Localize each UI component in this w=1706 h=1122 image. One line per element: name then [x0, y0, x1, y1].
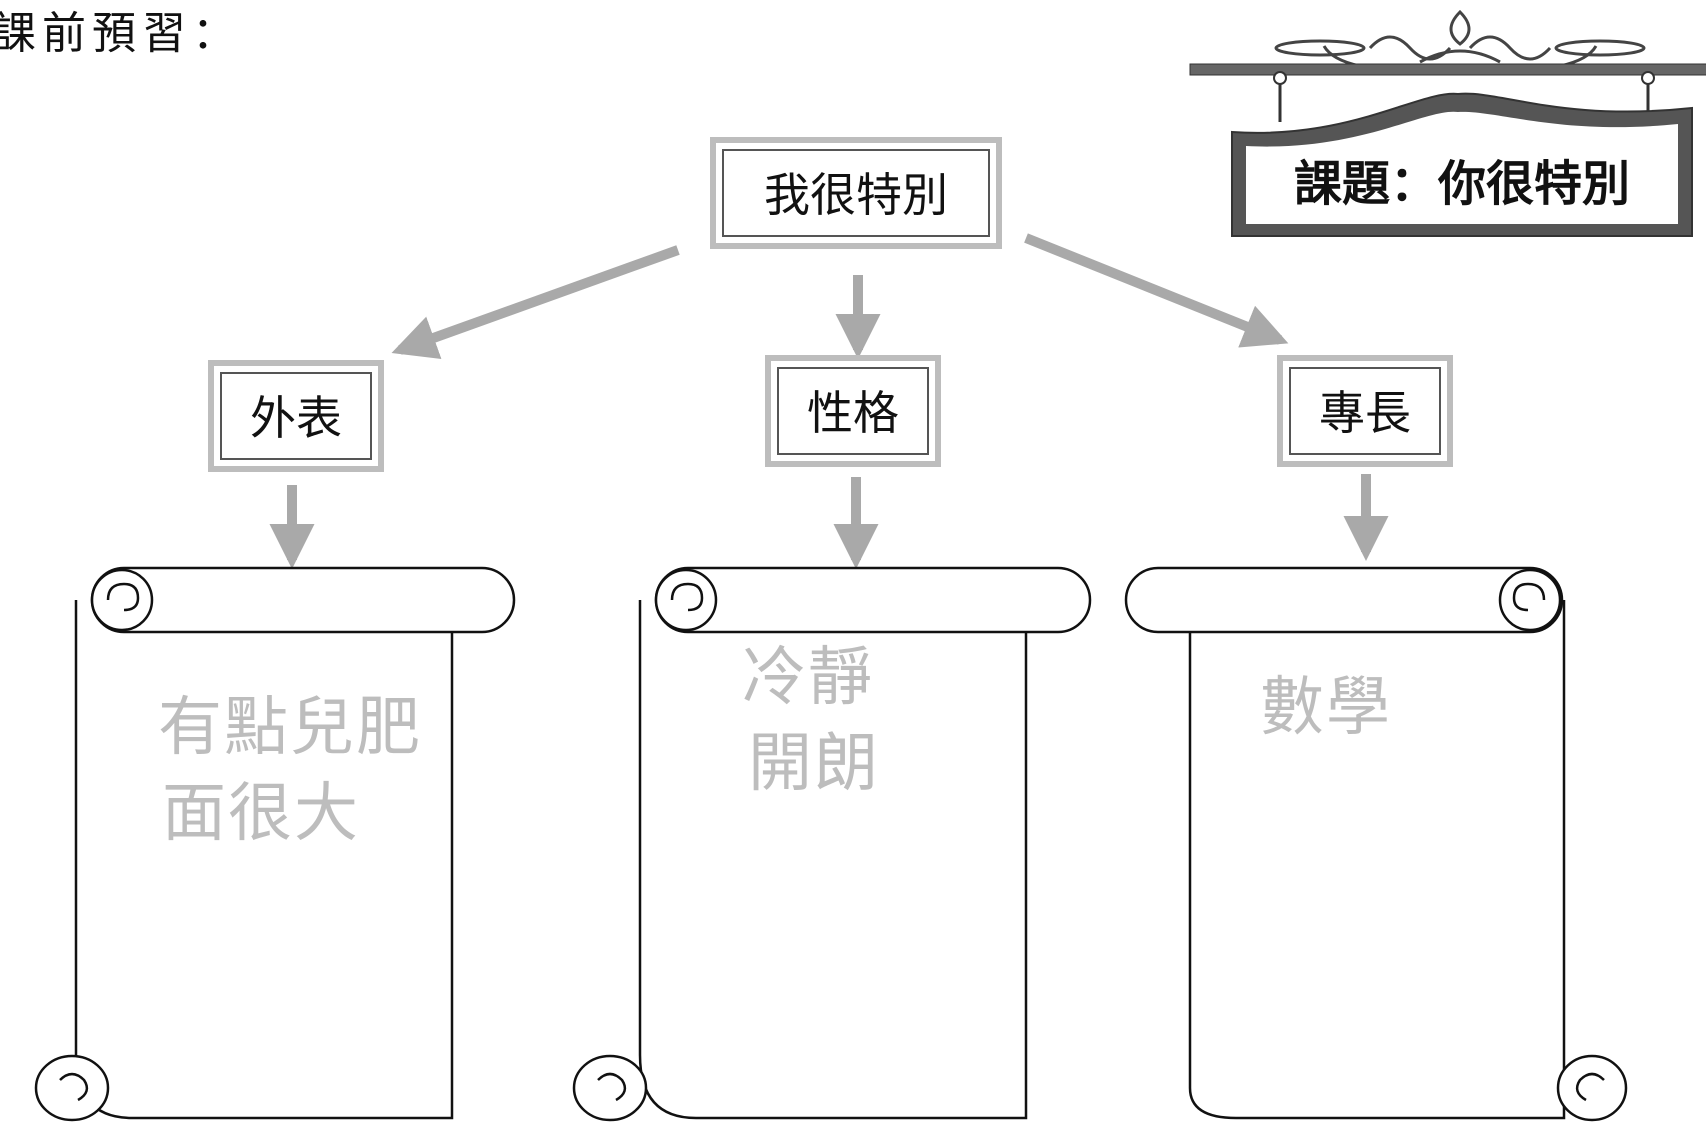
category-label-appearance: 外表 — [250, 391, 342, 445]
category-box-talent: 專長 — [1277, 355, 1453, 467]
handwritten-answer: 開朗 — [748, 727, 880, 802]
scroll-appearance — [34, 566, 516, 1122]
handwritten-answers-personality: 冷靜 開朗 — [742, 635, 880, 808]
scroll-talent — [1124, 566, 1628, 1122]
topic-label: 課題：你很特別 — [1294, 156, 1630, 212]
page-heading: 課前預習： — [0, 8, 242, 59]
handwritten-answers-appearance: 有點兒肥 面很大 — [158, 685, 422, 858]
ornament-icon — [1274, 9, 1646, 68]
arrow-to-appearance — [391, 245, 680, 359]
handwritten-answer: 面很大 — [162, 777, 360, 852]
category-box-personality: 性格 — [765, 355, 941, 467]
handwritten-answer: 數學 — [1260, 671, 1392, 745]
handwritten-answers-talent: 數學 — [1260, 665, 1392, 751]
category-label-talent: 專長 — [1319, 386, 1411, 440]
center-box-label: 我很特別 — [764, 168, 948, 222]
handwritten-answer: 冷靜 — [742, 641, 874, 715]
hanging-sign: 課題：你很特別 — [1189, 9, 1706, 237]
scroll-personality — [572, 566, 1092, 1122]
category-box-appearance: 外表 — [208, 360, 384, 472]
category-label-personality: 性格 — [807, 386, 899, 440]
handwritten-answer: 有點兒肥 — [158, 691, 422, 765]
center-box: 我很特別 — [710, 137, 1002, 249]
sign-bar — [1189, 63, 1706, 76]
arrow-to-talent — [1024, 233, 1289, 348]
